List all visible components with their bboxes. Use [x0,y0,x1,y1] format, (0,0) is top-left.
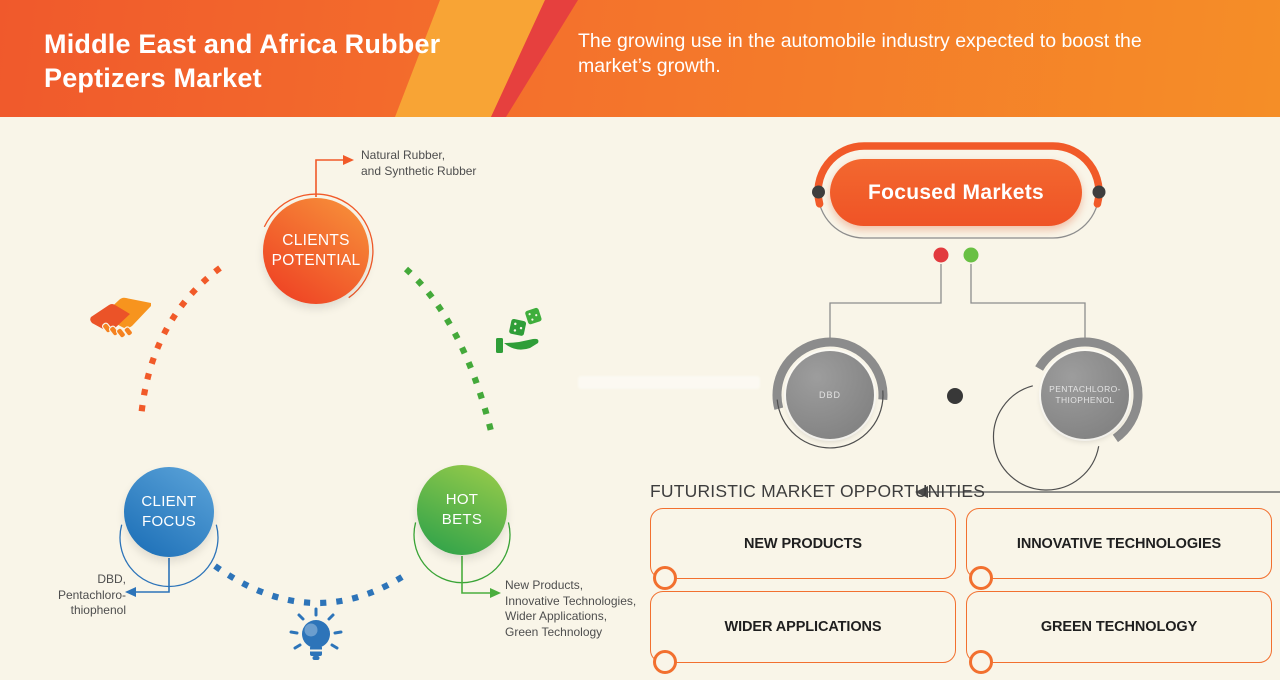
lightbulb-icon [289,607,343,660]
opportunity-label: NEW PRODUCTS [743,535,863,552]
dbd-thin-arc [776,390,884,449]
capsule-right-dot [1092,185,1106,199]
dbd-thick-arc [772,337,888,410]
dotted-arc-orange [137,265,222,419]
node-client-focus: CLIENT FOCUS [124,467,214,557]
dotted-arc-blue [213,563,404,607]
pentachloro-thick-arc [1035,337,1143,443]
arrowhead-right-green [490,588,501,598]
box-corner-ring-icon [969,566,993,590]
opportunity-label: INNOVATIVE TECHNOLOGIES [1016,535,1222,552]
box-corner-ring-icon [969,650,993,674]
connector-dbd [829,264,942,344]
annotation-hot-bets: New Products, Innovative Technologies, W… [505,578,637,639]
arrowhead-right-orange [343,155,354,165]
annotation-client-focus: DBD, Pentachloro- thiophenol [57,572,126,617]
opportunity-box-new-products: NEW PRODUCTS [650,508,956,590]
handshake-icon [90,297,151,339]
opportunity-label: GREEN TECHNOLOGY [1040,619,1198,635]
opportunity-box-innovative-technologies: INNOVATIVE TECHNOLOGIES [966,508,1272,590]
connector-hot-bets [461,556,490,594]
hand-dice-icon [496,307,542,353]
focused-markets-top-arc [814,142,1103,208]
capsule-left-dot [812,185,825,199]
box-corner-ring-icon [653,650,677,674]
page-title: Middle East and Africa Rubber Peptizers … [44,29,441,93]
watermark [578,376,760,389]
box-corner-ring-icon [653,566,677,590]
branch-dot-red [933,247,949,263]
node-clients-potential: CLIENTS POTENTIAL [263,198,369,304]
connector-clients-potential [315,159,343,197]
node-hot-bets: HOT BETS [417,465,507,555]
branch-dot-green [963,247,979,263]
connector-pentachlorothiophenol [970,264,1086,344]
opportunity-box-green-technology: GREEN TECHNOLOGY [966,591,1272,674]
dotted-arc-green [403,266,495,432]
opportunity-box-wider-applications: WIDER APPLICATIONS [650,591,956,674]
arrowhead-left-gray [915,486,928,498]
opportunity-label: WIDER APPLICATIONS [724,619,882,635]
opportunities-heading: FUTURISTIC MARKET OPPORTUNITIES [650,481,986,501]
between-nodes-dot [947,388,963,404]
connector-client-focus [136,558,170,593]
annotation-clients-potential: Natural Rubber, and Synthetic Rubber [361,148,477,178]
page-subtitle: The growing use in the automobile indust… [578,30,1142,77]
arrowhead-left-blue [125,587,136,597]
node-pentachlorothiophenol: PENTACHLORO- THIOPHENOL [1041,351,1129,439]
pentachloro-thin-arc [992,385,1100,491]
header-banner: Middle East and Africa Rubber Peptizers … [0,0,1280,117]
node-dbd: DBD [786,351,874,439]
orange-node-ring-arc [263,193,374,299]
focused-markets-pill: Focused Markets [830,159,1082,226]
